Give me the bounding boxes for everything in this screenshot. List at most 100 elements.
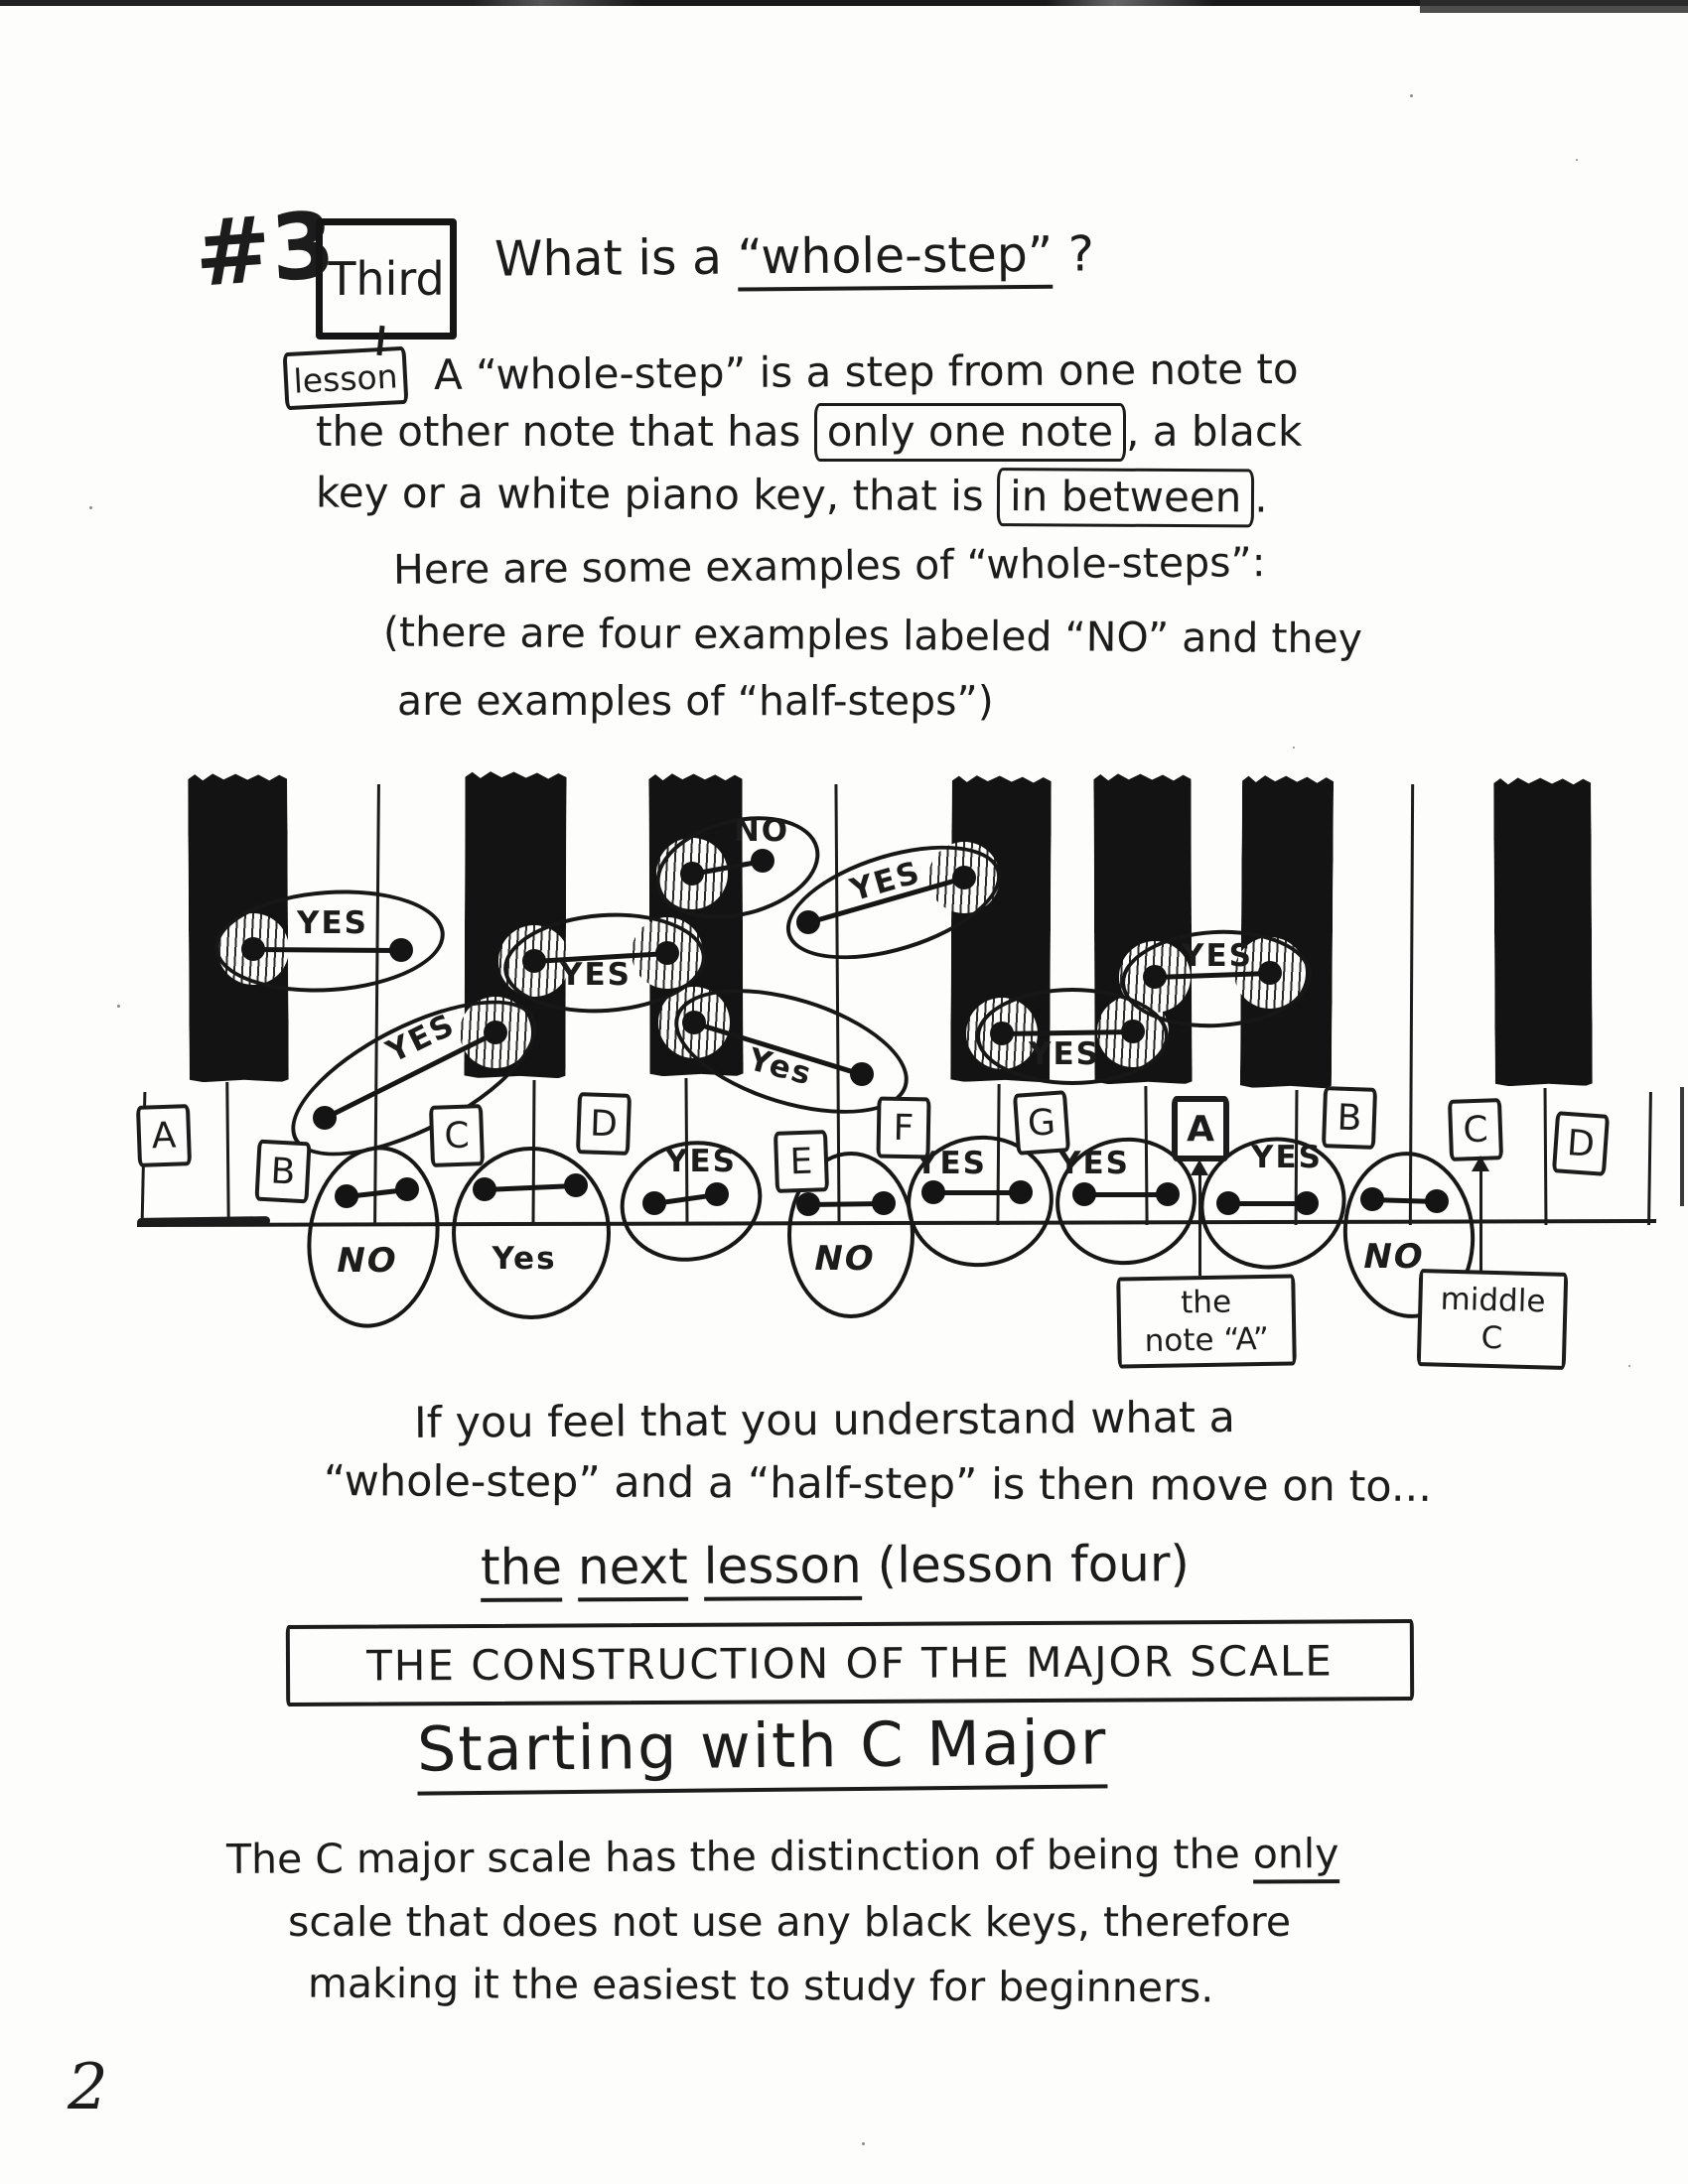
final-paragraph-line: scale that does not use any black keys, …: [288, 1898, 1291, 1946]
step-label: YES: [297, 905, 368, 941]
white-key-label: B: [1321, 1086, 1378, 1150]
step-label: NO: [733, 813, 790, 849]
step-label: NO: [337, 1241, 398, 1281]
callout-text: the: [1180, 1284, 1232, 1321]
white-key-label: F: [876, 1096, 931, 1160]
white-key-label: C: [1447, 1098, 1504, 1161]
callout-arrow-line: [1479, 1167, 1482, 1271]
text-segment: [688, 1538, 704, 1595]
text-segment: scale that does not use any black keys, …: [288, 1898, 1292, 1946]
step-label: NO: [814, 1239, 876, 1279]
scan-edge-artifact: [1680, 1087, 1684, 1206]
note-dot: [921, 1180, 945, 1204]
white-key-label: D: [1551, 1111, 1611, 1176]
note-dot: [335, 1184, 358, 1208]
step-label: NO: [1363, 1237, 1425, 1277]
underlined-phrase: lesson: [703, 1536, 862, 1601]
note-dot: [389, 938, 413, 962]
text-segment: the other note that has: [316, 407, 814, 456]
scan-speck: [1293, 747, 1295, 749]
scan-edge-artifact: [1420, 0, 1688, 13]
boxed-phrase: only one note: [813, 403, 1127, 462]
white-key-label: E: [773, 1130, 830, 1193]
text-segment: [562, 1538, 578, 1595]
keyboard-baseline-stroke: [136, 1216, 271, 1227]
third-label-box: Third: [316, 218, 457, 340]
callout-arrow-head: [1472, 1156, 1489, 1171]
note-dot: [680, 862, 704, 886]
white-key-boundary-line: [225, 1081, 230, 1226]
page-number: 2: [68, 2051, 108, 2124]
step-connector-line: [252, 946, 402, 953]
note-dot: [952, 866, 976, 889]
note-dot: [484, 1021, 507, 1044]
construction-title-box: THE CONSTRUCTION OF THE MAJOR SCALE: [285, 1619, 1415, 1706]
text-segment: The C major scale has the distinction of…: [225, 1830, 1253, 1883]
white-key-label: G: [1012, 1090, 1071, 1156]
step-oval: [976, 988, 1169, 1085]
scan-speck: [1628, 1365, 1630, 1367]
black-key: [1240, 774, 1334, 1089]
note-dot: [1425, 1189, 1449, 1213]
step-label: YES: [1058, 1146, 1130, 1181]
note-dot: [1216, 1191, 1240, 1215]
step-label: Yes: [492, 1241, 557, 1277]
step-label: YES: [560, 957, 632, 993]
note-dot: [1143, 965, 1167, 989]
step-label: YES: [1029, 1036, 1100, 1072]
note-dot: [655, 941, 679, 965]
closing-line: “whole-step” and a “half-step” is then m…: [323, 1456, 1433, 1512]
text-segment: (lesson four): [861, 1535, 1191, 1594]
note-dot: [473, 1177, 496, 1201]
step-oval: [452, 1147, 611, 1319]
step-connector-line: [1084, 1191, 1168, 1197]
note-dot: [1295, 1191, 1319, 1215]
note-dot: [705, 1182, 729, 1206]
scan-speck: [1576, 159, 1578, 161]
note-dot: [313, 1106, 337, 1130]
step-oval: [295, 1137, 452, 1337]
white-key-boundary-line: [1543, 1087, 1548, 1226]
note-dot: [796, 1192, 820, 1216]
underlined-phrase: next: [577, 1537, 688, 1602]
callout-text: middle: [1440, 1281, 1546, 1320]
scan-speck: [1410, 94, 1413, 97]
note-dot: [1156, 1182, 1180, 1206]
white-key-label: D: [575, 1092, 633, 1156]
step-label: YES: [665, 1144, 737, 1179]
examples-intro-line: are examples of “half-steps”): [397, 677, 994, 725]
note-dot: [1121, 1020, 1145, 1043]
underlined-phrase: the: [480, 1538, 563, 1602]
note-dot: [642, 1191, 666, 1215]
note-dot: [751, 849, 774, 873]
closing-line: If you feel that you understand what a: [413, 1393, 1236, 1448]
step-connector-line: [933, 1189, 1021, 1195]
callout-arrow-line: [1198, 1171, 1201, 1276]
step-label: YES: [1251, 1140, 1323, 1175]
note-dot: [1360, 1187, 1384, 1211]
note-dot: [522, 949, 546, 973]
note-dot: [796, 910, 820, 934]
white-key-label: B: [254, 1139, 312, 1204]
intro-line: the other note that has only one note, a…: [316, 403, 1303, 462]
scan-speck: [117, 1005, 120, 1008]
scan-speck: [89, 506, 92, 509]
scan-edge-artifact: [0, 0, 1688, 6]
callout-text: C: [1480, 1319, 1503, 1357]
scan-speck: [862, 2142, 865, 2145]
note-dot: [682, 1011, 706, 1034]
step-connector-line: [1228, 1200, 1307, 1206]
note-dot: [564, 1173, 588, 1197]
note-dot: [1258, 961, 1282, 985]
note-dot: [850, 1062, 874, 1086]
next-lesson-line: the next lesson (lesson four): [480, 1535, 1191, 1602]
text-segment: , a black: [1126, 407, 1303, 456]
callout-arrow-head: [1191, 1160, 1208, 1175]
white-key-label: C: [428, 1104, 486, 1167]
text-segment: making it the easiest to study for begin…: [307, 1959, 1214, 2012]
black-key: [1493, 776, 1593, 1087]
note-dot: [395, 1177, 419, 1201]
underlined-phrase: only: [1252, 1830, 1339, 1884]
